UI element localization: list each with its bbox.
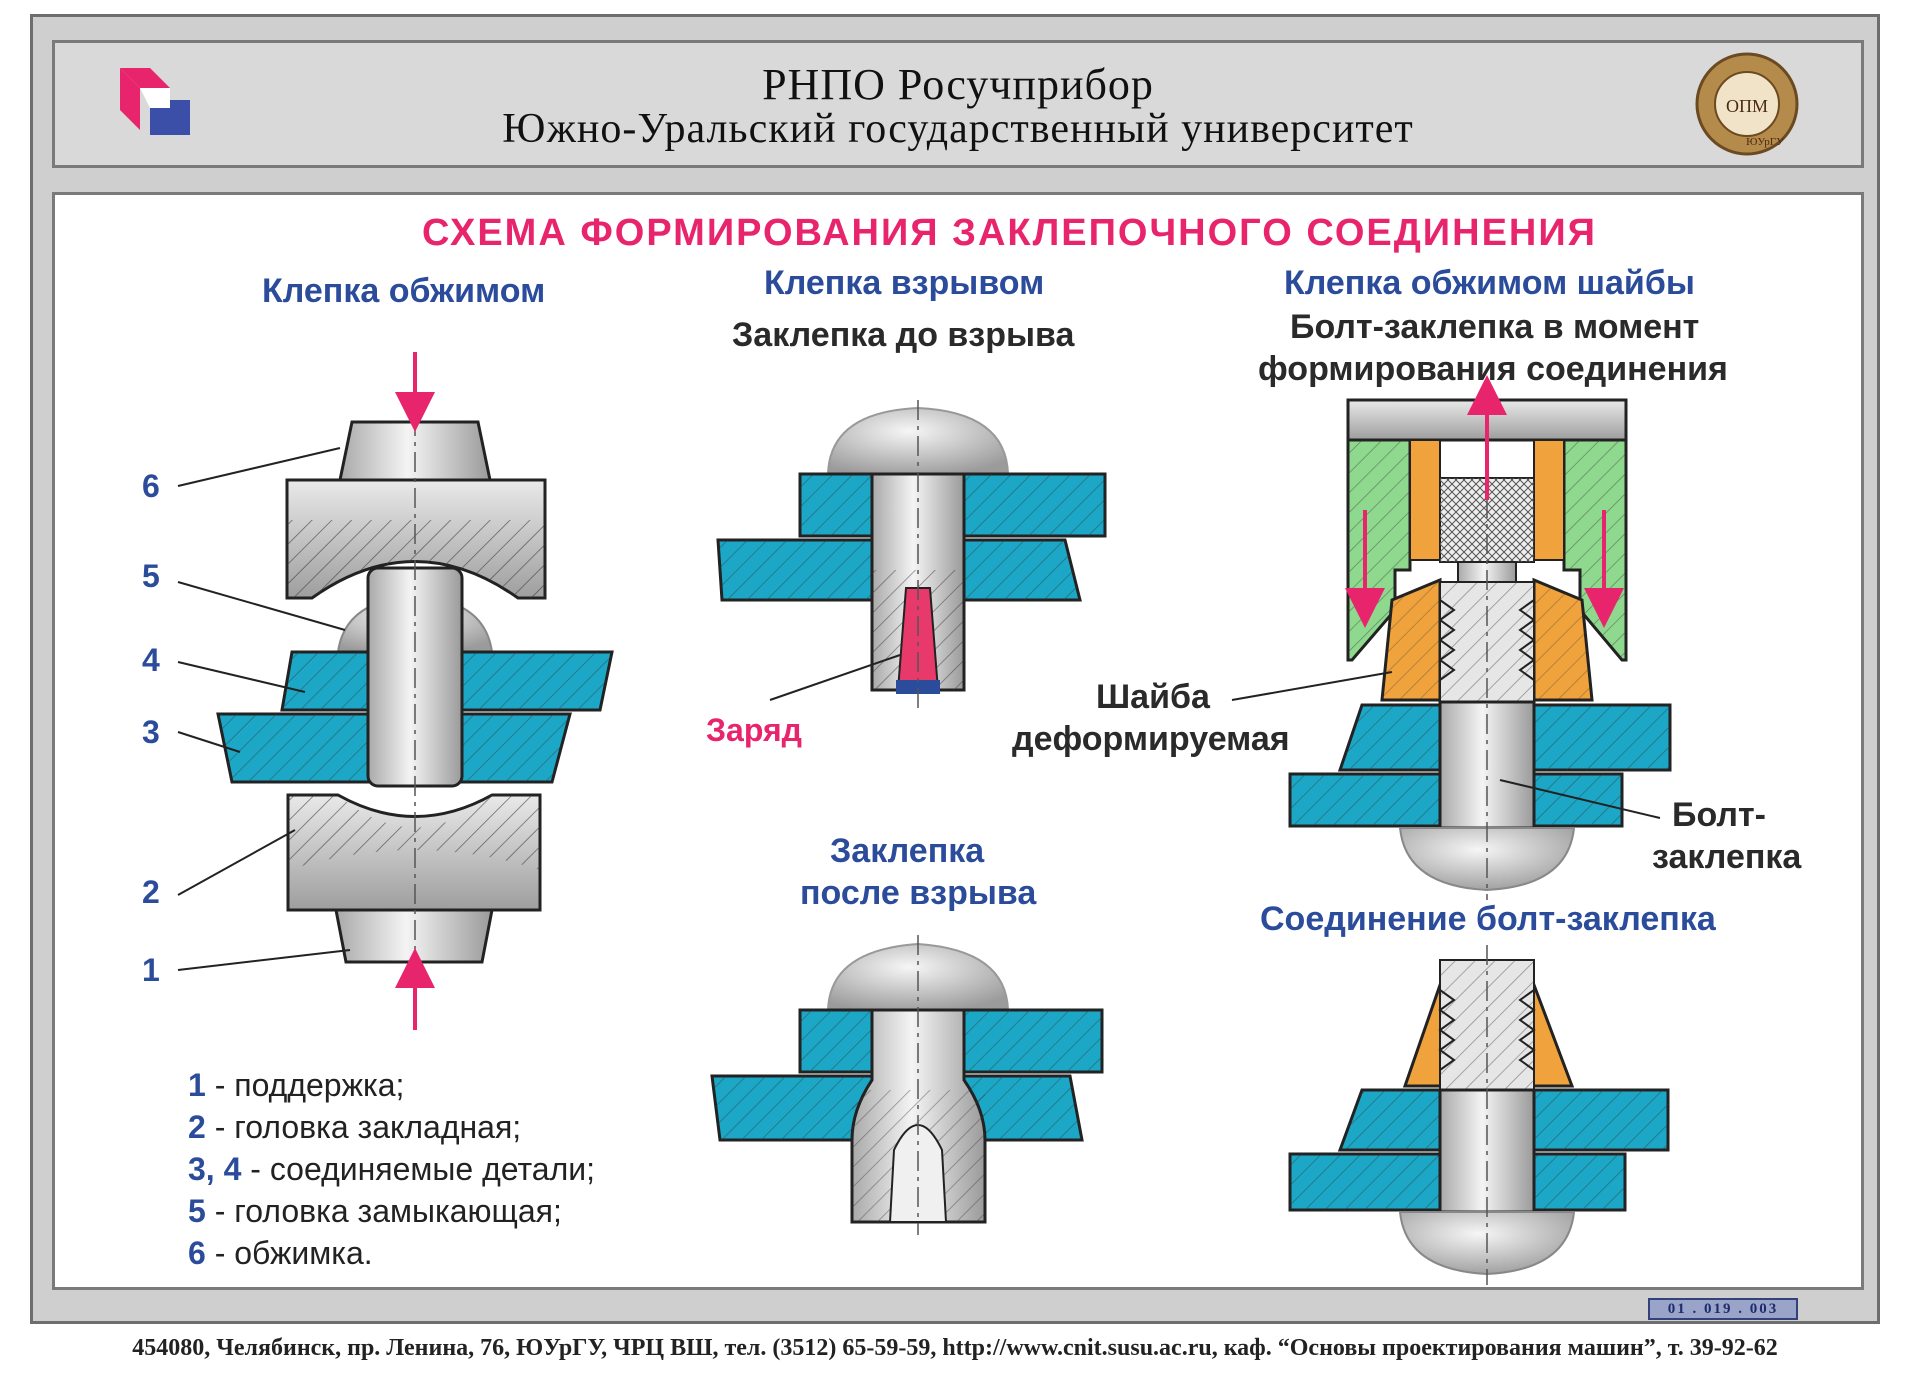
before-explosion-label: Заклепка до взрыва xyxy=(732,316,1075,354)
header-university: Южно-Уральский государственный университ… xyxy=(502,106,1414,152)
bolt-label-line2: заклепка xyxy=(1652,838,1802,876)
footer-address: 454080, Челябинск, пр. Ленина, 76, ЮУрГУ… xyxy=(132,1335,1778,1361)
label-2: 2 xyxy=(142,874,160,910)
crimp-rivet-drawing xyxy=(177,352,614,1030)
header-org: РНПО Росучприбор xyxy=(762,60,1154,109)
bolt-forming-line1: Болт-заклепка в момент xyxy=(1290,308,1700,346)
after-explosion-line1: Заклепка xyxy=(830,832,985,870)
right-heading: Клепка обжимом шайбы xyxy=(1284,264,1695,302)
bolt-rivet-forming xyxy=(1231,375,1672,900)
label-6: 6 xyxy=(142,468,160,504)
legend-item: 1 - поддержка; xyxy=(188,1067,405,1103)
emblem-subtext: ЮУрГУ xyxy=(1746,136,1784,148)
rnpo-logo xyxy=(120,68,190,135)
joint-heading: Соединение болт-заклепка xyxy=(1260,900,1716,938)
left-heading: Клепка обжимом xyxy=(262,272,546,310)
washer-label-line1: Шайба xyxy=(1096,678,1210,716)
after-explosion-line2: после взрыва xyxy=(800,874,1037,912)
label-1: 1 xyxy=(142,952,160,988)
middle-heading: Клепка взрывом xyxy=(764,264,1045,302)
explosive-rivet-before xyxy=(716,400,1107,710)
label-4: 4 xyxy=(142,642,160,678)
legend-item: 5 - головка замыкающая; xyxy=(188,1193,562,1229)
sheet-code: 01 . 019 . 003 xyxy=(1648,1298,1798,1320)
washer-label-line2: деформируемая xyxy=(1012,720,1290,758)
bolt-rivet-joint xyxy=(1288,945,1670,1285)
legend: 1 - поддержка; 2 - головка закладная; 3,… xyxy=(188,1064,595,1274)
explosive-rivet-after xyxy=(710,935,1104,1235)
charge-label: Заряд xyxy=(706,712,802,748)
label-3: 3 xyxy=(142,714,160,750)
header-bar: РНПО Росучприбор Южно-Уральский государс… xyxy=(52,40,1864,168)
bolt-forming-line2: формирования соединения xyxy=(1258,350,1728,388)
legend-item: 6 - обжимка. xyxy=(188,1235,373,1271)
legend-item: 3, 4 - соединяемые детали; xyxy=(188,1151,596,1187)
opm-emblem: ОПМ ЮУрГУ xyxy=(1695,52,1799,156)
label-5: 5 xyxy=(142,558,160,594)
bolt-label-line1: Болт- xyxy=(1672,796,1766,834)
legend-item: 2 - головка закладная; xyxy=(188,1109,522,1145)
emblem-text: ОПМ xyxy=(1726,96,1768,116)
diagram-title: СХЕМА ФОРМИРОВАНИЯ ЗАКЛЕПОЧНОГО СОЕДИНЕН… xyxy=(422,212,1597,254)
